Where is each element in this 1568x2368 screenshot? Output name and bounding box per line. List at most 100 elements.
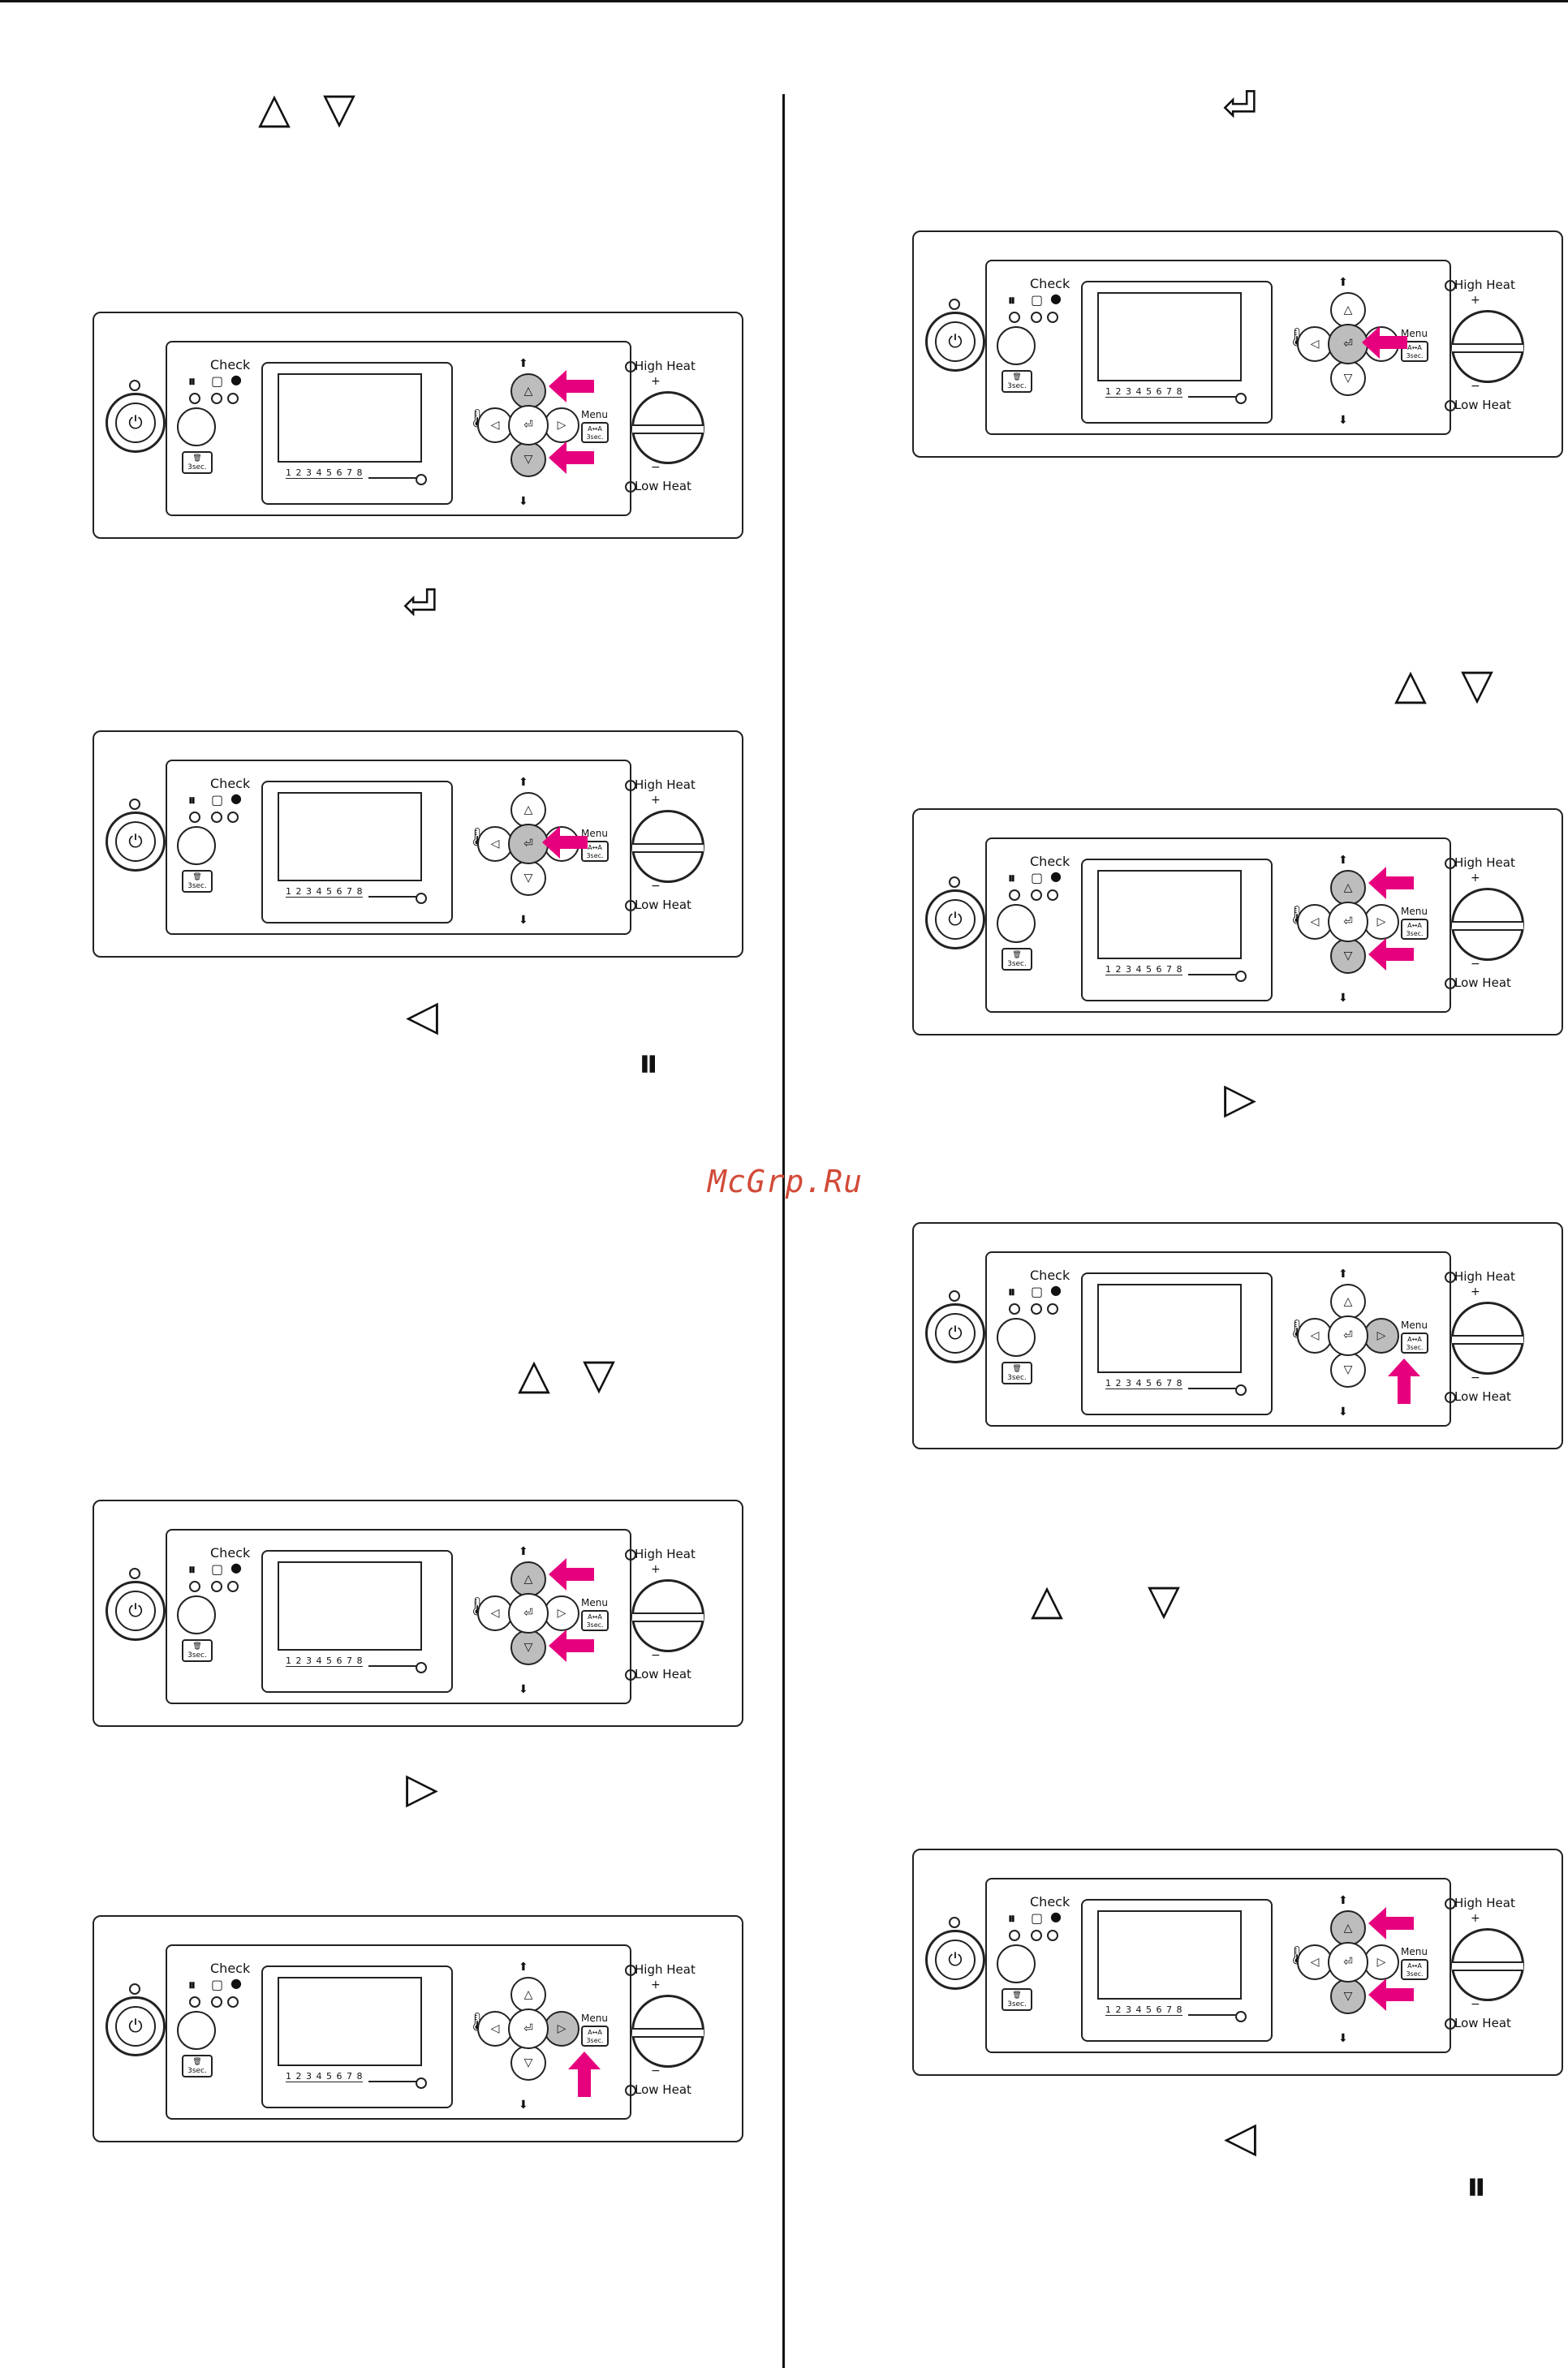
ink-led (1047, 1930, 1058, 1941)
lcd-screen (278, 1977, 422, 2066)
menu-label: Menu (1401, 906, 1428, 917)
paper-icon: ▢ (211, 373, 224, 389)
power-icon: ⏻ (128, 831, 143, 852)
menu-label: Menu (1401, 1946, 1428, 1957)
right-button: ▷ (1363, 904, 1399, 940)
check-label: Check (210, 1961, 251, 1976)
dpad: ⬆ △ ◁ ▷ ▽ ⏎ ⬇ (477, 355, 579, 508)
right-icon: ▷ (1376, 915, 1386, 928)
paper-feed-down-icon: ⬇ (1338, 1406, 1348, 1419)
paper-icon: ▢ (1031, 292, 1044, 308)
lcd-frame: 1 2 3 4 5 6 7 8 (261, 1965, 453, 2108)
right-icon: ▷ (1376, 1329, 1386, 1342)
check-label: Check (1030, 276, 1070, 291)
heat-plus-icon: + (1471, 294, 1480, 307)
dpad: ⬆ △ ◁ ▷ ▽ ⏎ ⬇ (477, 774, 579, 927)
left-icon: ◁ (490, 1607, 500, 1620)
up-button: △ (510, 1561, 546, 1597)
panel-inner-frame (166, 760, 631, 935)
up-icon: △ (1343, 881, 1353, 894)
low-heat-label: Low Heat (635, 898, 691, 912)
up-button: △ (1330, 1284, 1366, 1320)
pointer-arrow-up (1368, 867, 1414, 899)
heat-minus-icon: − (651, 461, 661, 474)
enter-icon: ⏎ (1343, 1329, 1353, 1342)
right-button: ▷ (544, 1595, 579, 1631)
lcd-screen (278, 792, 422, 881)
low-heat-label: Low Heat (635, 2082, 691, 2097)
lcd-frame: 1 2 3 4 5 6 7 8 (1081, 859, 1273, 1001)
down-triangle-icon: ▽ (323, 84, 355, 133)
lcd-frame: 1 2 3 4 5 6 7 8 (261, 362, 453, 505)
up-button: △ (1330, 292, 1366, 328)
paper-feed-up-icon: ⬆ (519, 357, 528, 370)
menu-button: A↔A 3sec. (1401, 341, 1428, 362)
paper-led (211, 1996, 222, 2008)
top-rule (0, 0, 1568, 2)
down-button: ▽ (1330, 1978, 1366, 2014)
pointer-arrow-center (542, 826, 588, 859)
power-icon: ⏻ (128, 2016, 143, 2037)
left-icon: ◁ (490, 2022, 500, 2035)
power-button: ⏻ (925, 889, 985, 949)
enter-icon: ⏎ (523, 2022, 533, 2035)
cancel-button: 🗑 3sec. (1002, 1362, 1032, 1384)
panel-inner-frame (985, 837, 1451, 1013)
down-icon: ▽ (523, 872, 533, 885)
enter-icon: ⏎ (1343, 338, 1353, 351)
power-led (129, 380, 140, 391)
low-heat-led (625, 900, 636, 911)
pause-button (997, 1318, 1036, 1357)
heater-knob (1451, 888, 1524, 961)
cancel-button: 🗑 3sec. (182, 2055, 213, 2077)
right-triangle-icon: ▷ (1224, 1074, 1256, 1123)
power-icon: ⏻ (948, 331, 963, 352)
ink-led (1047, 889, 1058, 901)
lcd-numbers: 1 2 3 4 5 6 7 8 (1105, 2004, 1183, 2016)
enter-button: ⏎ (508, 1593, 549, 1634)
menu-label: Menu (1401, 1320, 1428, 1331)
right-button: ▷ (544, 2011, 579, 2047)
left-button: ◁ (477, 826, 513, 862)
heat-minus-icon: − (651, 2064, 661, 2077)
lcd-knob (416, 1662, 427, 1673)
lcd-knob (416, 474, 427, 485)
left-triangle-icon: ◁ (406, 992, 438, 1040)
lcd-numbers: 1 2 3 4 5 6 7 8 (286, 2071, 364, 2082)
up-button: △ (1330, 870, 1366, 906)
high-heat-led (625, 361, 636, 372)
low-heat-label: Low Heat (1454, 975, 1511, 990)
menu-label: Menu (581, 2013, 608, 2024)
heater-knob (631, 1579, 704, 1652)
power-led (129, 799, 140, 810)
right-icon: ▷ (557, 419, 566, 432)
control-panel-l4: ⏻ ⏸ Check ▢ ● 🗑 3sec. 1 2 3 4 5 6 7 8 🌡 … (93, 1915, 743, 2142)
lcd-screen (278, 1561, 422, 1651)
enter-button: ⏎ (508, 824, 549, 864)
up-triangle-icon: △ (518, 1350, 550, 1399)
lcd-knob (1235, 393, 1247, 404)
left-button: ◁ (1297, 1318, 1333, 1354)
high-heat-led (1445, 1272, 1456, 1283)
up-button: △ (510, 373, 546, 409)
control-panel-r2: ⏻ ⏸ Check ▢ ● 🗑 3sec. 1 2 3 4 5 6 7 8 🌡 … (912, 808, 1563, 1035)
pointer-arrow-center (1362, 326, 1407, 359)
enter-icon: ⏎ (523, 837, 533, 850)
down-button: ▽ (510, 441, 546, 477)
heat-plus-icon: + (651, 1978, 661, 1991)
pause-led (1009, 1303, 1020, 1315)
right-button: ▷ (1363, 1944, 1399, 1980)
ink-led (227, 812, 239, 823)
pause-icon: ⏸ (638, 1039, 660, 1087)
control-panel-l2: ⏻ ⏸ Check ▢ ● 🗑 3sec. 1 2 3 4 5 6 7 8 🌡 … (93, 730, 743, 958)
enter-button: ⏎ (1328, 324, 1368, 364)
power-icon: ⏻ (128, 1600, 143, 1621)
up-icon: △ (1343, 1922, 1353, 1935)
ink-drop-icon: ● (1050, 1909, 1062, 1924)
pointer-arrow-right (1388, 1358, 1420, 1404)
heat-minus-icon: − (1471, 1998, 1480, 2011)
high-heat-label: High Heat (1454, 278, 1515, 292)
down-button: ▽ (510, 1630, 546, 1665)
high-heat-label: High Heat (635, 1547, 696, 1561)
low-heat-label: Low Heat (1454, 1389, 1511, 1404)
